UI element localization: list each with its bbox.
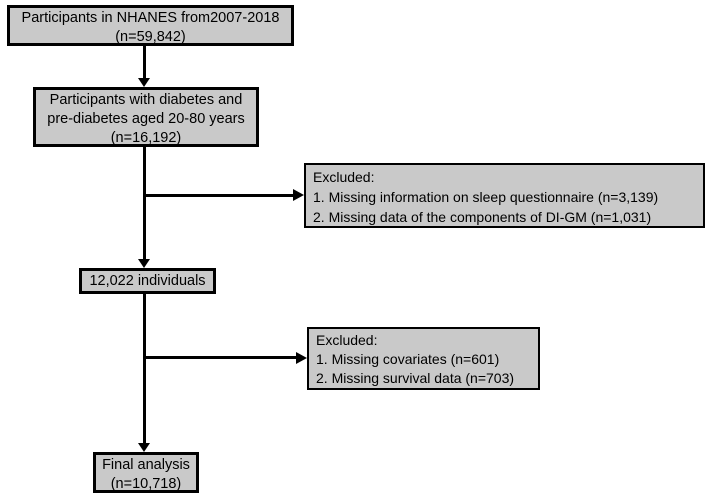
node-individuals-12022: 12,022 individuals	[79, 268, 216, 294]
arrowhead-right-icon	[296, 352, 307, 364]
connector-line-nhanes-to-diabetes	[143, 46, 146, 78]
node-text-line: 2. Missing survival data (n=703)	[316, 370, 515, 386]
node-text-line: Participants in NHANES from2007-2018	[21, 10, 280, 26]
node-text-line: 1. Missing information on sleep question…	[313, 189, 659, 205]
node-text-line: (n=16,192)	[110, 130, 182, 146]
node-text-line: 2. Missing data of the components of DI-…	[313, 209, 652, 225]
connector-line-individuals-to-final	[143, 294, 146, 443]
node-excluded-covariates-survival: Excluded: 1. Missing covariates (n=601) …	[307, 327, 540, 390]
arrowhead-down-icon	[138, 259, 150, 268]
node-text-line: 1. Missing covariates (n=601)	[316, 351, 500, 367]
node-text-line: Excluded:	[316, 332, 378, 348]
arrowhead-down-icon	[138, 78, 150, 87]
node-text-line: pre-diabetes aged 20-80 years	[47, 111, 245, 127]
connector-line-branch-to-excluded-1	[144, 194, 293, 197]
node-text-line: (n=59,842)	[115, 29, 186, 45]
node-text-line: Final analysis	[102, 457, 190, 473]
node-text-line: Excluded:	[313, 169, 375, 185]
node-text-line: Participants with diabetes and	[49, 92, 243, 108]
arrowhead-down-icon	[138, 443, 150, 452]
arrowhead-right-icon	[293, 189, 304, 201]
node-excluded-sleep-digm: Excluded: 1. Missing information on slee…	[304, 163, 705, 228]
node-text-line: (n=10,718)	[110, 476, 182, 492]
node-text-line: 12,022 individuals	[89, 273, 206, 289]
connector-line-branch-to-excluded-2	[144, 356, 296, 359]
node-final-analysis: Final analysis (n=10,718)	[93, 452, 199, 493]
connector-line-diabetes-to-individuals	[143, 147, 146, 259]
node-diabetes-prediabetes: Participants with diabetes and pre-diabe…	[33, 87, 259, 147]
node-participants-nhanes: Participants in NHANES from2007-2018 (n=…	[7, 5, 294, 46]
